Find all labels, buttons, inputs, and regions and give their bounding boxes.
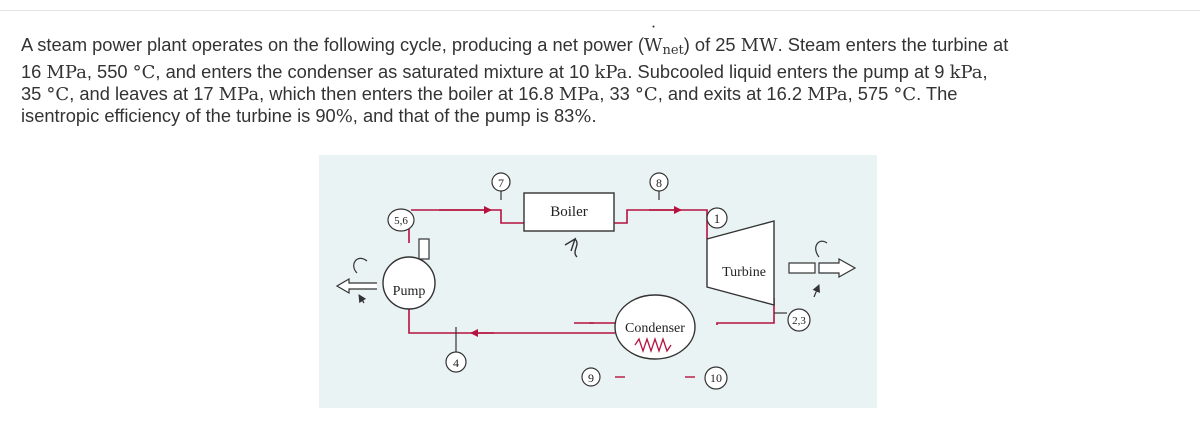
- net-power-subscript: net: [662, 43, 684, 58]
- pipe-pump-inlet: [408, 307, 467, 334]
- pump-label: Pump: [393, 284, 426, 299]
- state-markers: [387, 172, 811, 390]
- unit-c-3: °C: [634, 84, 658, 105]
- problem-text-12: , 33: [599, 83, 635, 104]
- problem-text-7: . Subcooled liquid enters the pump at 9: [627, 61, 950, 82]
- problem-text-14: , 575: [847, 83, 894, 104]
- state-7-circle: [491, 172, 511, 192]
- problem-text-16: isentropic efficiency of the turbine is …: [21, 105, 336, 126]
- work-out-arrow-icon: [818, 257, 857, 279]
- state-56-circle: [387, 208, 415, 232]
- unit-mw: MW: [740, 35, 778, 56]
- unit-kpa-2: kPa: [949, 62, 983, 83]
- unit-percent-1: %: [335, 106, 353, 127]
- state-9-label: 9: [588, 371, 594, 385]
- problem-text-13: , and exits at 16.2: [657, 83, 808, 104]
- problem-text-8: ,: [982, 61, 988, 82]
- state-9-circle: [581, 367, 601, 387]
- pipe-turbine-to-condenser: [716, 298, 775, 325]
- pump-work-in-arrow-icon: [335, 277, 377, 295]
- heat-in-arrow-icon: [564, 237, 577, 252]
- pump-outlet-nozzle: [418, 238, 430, 260]
- state-7-label: 7: [498, 176, 504, 190]
- state-23-label: 2,3: [792, 315, 806, 327]
- unit-mpa-2: MPa: [218, 84, 260, 105]
- unit-kpa-1: kPa: [594, 62, 628, 83]
- pipe-to-turbine: [679, 209, 708, 239]
- problem-text-1: A steam power plant operates on the foll…: [21, 34, 644, 55]
- turbine-shaft: [788, 262, 816, 274]
- state-56-label: 5,6: [394, 215, 408, 227]
- turbine-body: [706, 220, 775, 306]
- unit-c-1: °C: [132, 62, 156, 83]
- unit-mpa-4: MPa: [807, 84, 848, 105]
- state-8-circle: [649, 172, 669, 192]
- problem-text-2: ) of 25: [683, 34, 741, 55]
- condenser-body: [614, 294, 696, 360]
- state-23-circle: [787, 308, 811, 332]
- turbine-rotation-icon: [815, 240, 828, 258]
- cycle-diagram: Boiler Turbine Condenser Pump: [319, 155, 877, 408]
- problem-text-15: . The: [916, 83, 958, 104]
- condenser-label: Condenser: [625, 321, 685, 336]
- unit-mpa-3: MPa: [558, 84, 600, 105]
- problem-text-4: 16: [21, 61, 47, 82]
- state-8-label: 8: [656, 176, 662, 190]
- problem-text-9: 35: [21, 83, 47, 104]
- state-1-label: 1: [714, 211, 721, 226]
- condenser-coil: [634, 336, 672, 354]
- problem-text-3: . Steam enters the turbine at: [777, 34, 1009, 55]
- pipe-boiler-exit: [614, 209, 679, 224]
- problem-text-5: , 550: [86, 61, 133, 82]
- boiler-heat-input-icon: [574, 238, 578, 258]
- net-power-symbol: W: [644, 23, 663, 56]
- problem-text-17: , and that of the pump is 83: [352, 105, 575, 126]
- pump-rotation-icon: [353, 257, 368, 274]
- cycle-diagram-svg: Boiler Turbine Condenser Pump: [335, 172, 857, 390]
- problem-statement: A steam power plant operates on the foll…: [21, 23, 1191, 127]
- unit-c-4: °C: [893, 84, 917, 105]
- state-1-circle: [706, 207, 728, 229]
- problem-text-18: .: [591, 105, 597, 126]
- unit-c-2: °C: [46, 84, 70, 105]
- unit-mpa-1: MPa: [46, 62, 87, 83]
- state-10-circle: [704, 366, 728, 390]
- pipe-pump-to-boiler: [411, 209, 524, 224]
- problem-text-10: , and leaves at 17: [69, 83, 219, 104]
- pump-body: [382, 256, 436, 310]
- state-10-label: 10: [710, 371, 722, 385]
- problem-text-6: , and enters the condenser as saturated …: [155, 61, 595, 82]
- problem-text-11: , which then enters the boiler at 16.8: [259, 83, 559, 104]
- top-divider: [0, 10, 1200, 11]
- unit-percent-2: %: [574, 106, 592, 127]
- turbine-work-arrow-icon: [812, 284, 820, 298]
- boiler-label: Boiler: [550, 204, 588, 220]
- pipe-network: [408, 206, 775, 337]
- pump-work-arrow-icon: [358, 294, 367, 304]
- state-4-label: 4: [453, 356, 459, 370]
- boiler-box: [523, 192, 615, 232]
- turbine-label: Turbine: [722, 265, 766, 280]
